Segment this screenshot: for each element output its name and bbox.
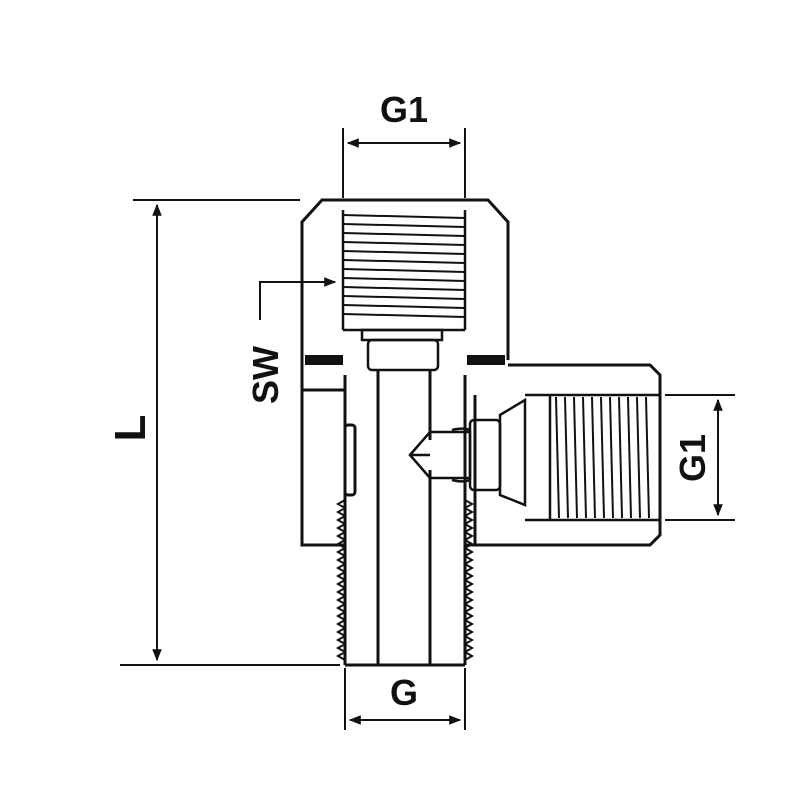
thread-line [342, 250, 466, 255]
side-port-label: G1 [672, 434, 713, 482]
thread-line [342, 295, 466, 300]
thread-line [342, 313, 466, 318]
thread-line [342, 223, 466, 228]
thread-line [636, 396, 641, 519]
top-internal-thread [341, 210, 467, 372]
thread-line [564, 396, 569, 519]
thread-line [609, 396, 614, 519]
thread-line [627, 396, 632, 519]
thread-line [600, 396, 605, 519]
dim-side-g1 [665, 394, 735, 521]
lower-body [300, 360, 467, 667]
thread-line [342, 304, 466, 309]
length-label: L [106, 415, 155, 442]
thread-line [555, 396, 560, 519]
dim-wrench-leader [259, 277, 337, 320]
thread-line [342, 277, 466, 282]
thread-line [591, 396, 596, 519]
thread-line [582, 396, 587, 519]
dim-length [120, 199, 340, 666]
thread-line [342, 286, 466, 291]
dim-top-g1 [342, 128, 466, 198]
bottom-external-thread [335, 499, 475, 661]
wrench-size-label: SW [245, 346, 286, 404]
thread-line [342, 259, 466, 264]
thread-line [618, 396, 623, 519]
side-port-inner [408, 393, 660, 522]
thread-line [342, 241, 466, 246]
dim-bottom-g [344, 668, 466, 730]
top-nut [300, 198, 510, 360]
thread-line [573, 396, 578, 519]
thread-line [342, 214, 466, 219]
thread-line [342, 268, 466, 273]
top-hex-marks [305, 355, 505, 365]
thread-line [645, 396, 650, 519]
thread-line [342, 232, 466, 237]
bottom-port-label: G [390, 672, 418, 713]
top-port-label: G1 [380, 89, 428, 130]
